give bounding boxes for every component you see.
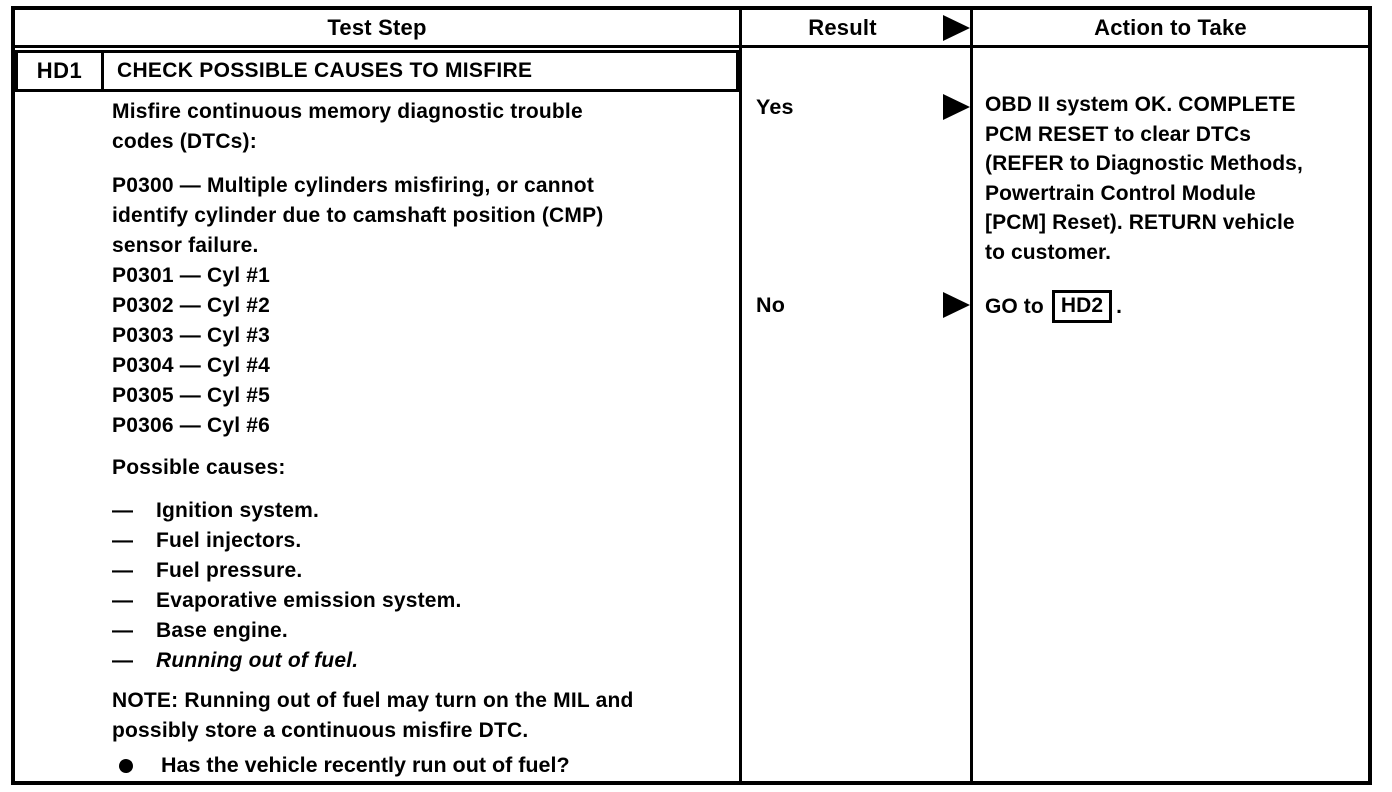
goto-suffix: . — [1116, 294, 1123, 318]
cause-item: — Ignition system. — [112, 496, 739, 526]
header-arrow-icon — [943, 14, 970, 41]
cause-item: — Fuel injectors. — [112, 526, 739, 556]
step-intro-text: Misfire continuous memory diagnostic tro… — [112, 100, 583, 153]
action-no-text: GO to HD2 . — [985, 290, 1364, 323]
result-arrow-icon — [943, 292, 970, 318]
test-step-cell: HD1 CHECK POSSIBLE CAUSES TO MISFIRE Mis… — [15, 48, 742, 781]
test-step-header-label: Test Step — [327, 14, 427, 40]
possible-causes-label: Possible causes: — [112, 456, 286, 479]
dash-icon: — — [112, 499, 134, 522]
step-header-box: HD1 CHECK POSSIBLE CAUSES TO MISFIRE — [15, 50, 739, 92]
dtc-list-text: P0300 — Multiple cylinders misfiring, or… — [112, 174, 604, 437]
result-entry-no: No — [742, 290, 970, 320]
dash-icon: — — [112, 559, 134, 582]
step-question: Has the vehicle recently run out of fuel… — [119, 750, 739, 780]
cause-item: — Evaporative emission system. — [112, 586, 739, 616]
result-entry-yes: Yes — [742, 92, 970, 122]
result-no-label: No — [756, 292, 786, 317]
action-header-label: Action to Take — [1094, 14, 1247, 40]
dash-icon: — — [112, 589, 134, 612]
diagnostic-table: Test Step Result Action to Take HD1 CHEC… — [11, 6, 1372, 785]
goto-prefix: GO to — [985, 294, 1044, 318]
bullet-icon — [119, 759, 133, 773]
action-yes-text: OBD II system OK. COMPLETE PCM RESET to … — [985, 93, 1303, 264]
note-text: NOTE: Running out of fuel may turn on th… — [112, 689, 634, 742]
cause-item: — Running out of fuel. — [112, 646, 739, 676]
result-cell: Yes No — [742, 48, 973, 781]
result-header-label: Result — [808, 14, 877, 40]
action-cell: OBD II system OK. COMPLETE PCM RESET to … — [973, 48, 1368, 781]
dash-icon: — — [112, 619, 134, 642]
hd2-reference: HD2 — [1051, 290, 1113, 323]
dash-icon: — — [112, 529, 134, 552]
cause-item: — Base engine. — [112, 616, 739, 646]
column-header-test-step: Test Step — [15, 10, 742, 48]
step-id-cell: HD1 — [18, 53, 104, 89]
column-header-action: Action to Take — [973, 10, 1368, 48]
result-yes-label: Yes — [756, 94, 794, 119]
possible-causes-list: — Ignition system. — Fuel injectors. — F… — [112, 496, 739, 676]
step-title: CHECK POSSIBLE CAUSES TO MISFIRE — [117, 59, 533, 82]
column-header-result: Result — [742, 10, 973, 48]
step-question-text: Has the vehicle recently run out of fuel… — [161, 753, 570, 777]
dash-icon: — — [112, 649, 134, 672]
result-arrow-icon — [943, 94, 970, 120]
cause-item: — Fuel pressure. — [112, 556, 739, 586]
